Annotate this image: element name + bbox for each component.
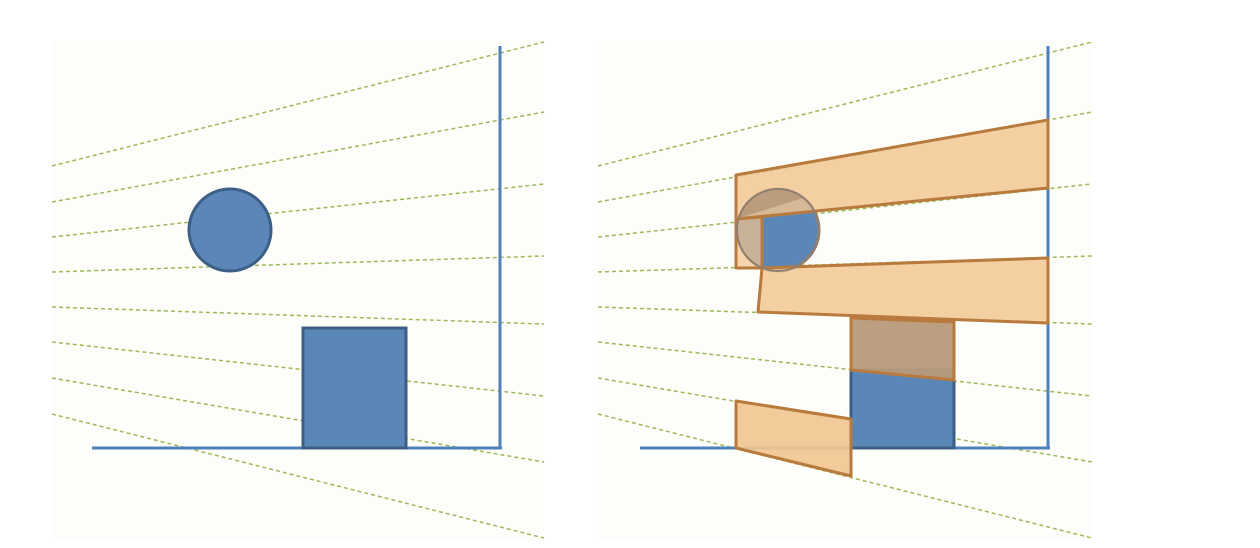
left-square-object	[301, 326, 408, 450]
left-panel-background	[52, 40, 544, 540]
circle-overlap-shading	[736, 189, 803, 219]
left-ray-1	[51, 41, 545, 167]
right-shadow-group	[734, 118, 1050, 478]
right-panel	[597, 40, 1093, 540]
shadow-floor	[734, 399, 853, 478]
left-ray-2	[51, 111, 545, 203]
left-ray-3	[51, 183, 545, 238]
shadow-upper-band	[734, 118, 1050, 221]
left-circle-object	[187, 187, 273, 273]
left-ray-6	[51, 341, 545, 397]
right-ray-6	[597, 341, 1093, 397]
left-ray-4	[51, 255, 545, 273]
shadow-middle-band	[756, 256, 1050, 325]
left-ray-8	[51, 413, 545, 539]
right-ray-1	[597, 41, 1093, 167]
right-circle-outline	[736, 188, 820, 272]
right-square-object	[849, 368, 956, 450]
left-panel	[51, 40, 545, 540]
shadow-square-top	[849, 316, 956, 382]
left-ray-5	[51, 306, 545, 325]
